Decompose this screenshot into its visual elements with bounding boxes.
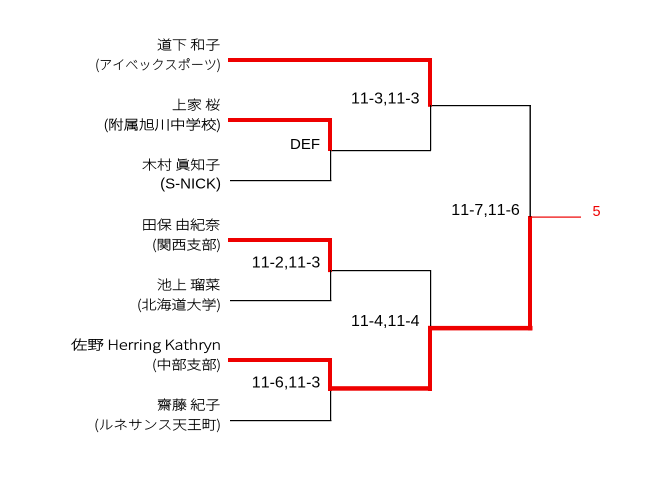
svg-text:11-6,11-3: 11-6,11-3 <box>252 374 321 391</box>
svg-text:DEF: DEF <box>290 136 320 153</box>
svg-text:5: 5 <box>593 204 601 220</box>
svg-text:11-2,11-3: 11-2,11-3 <box>252 255 321 272</box>
svg-text:11-7,11-6: 11-7,11-6 <box>451 202 520 219</box>
svg-text:11-3,11-3: 11-3,11-3 <box>351 91 420 108</box>
svg-text:11-4,11-4: 11-4,11-4 <box>351 313 420 330</box>
svg-text:(S-NICK): (S-NICK) <box>160 176 221 193</box>
